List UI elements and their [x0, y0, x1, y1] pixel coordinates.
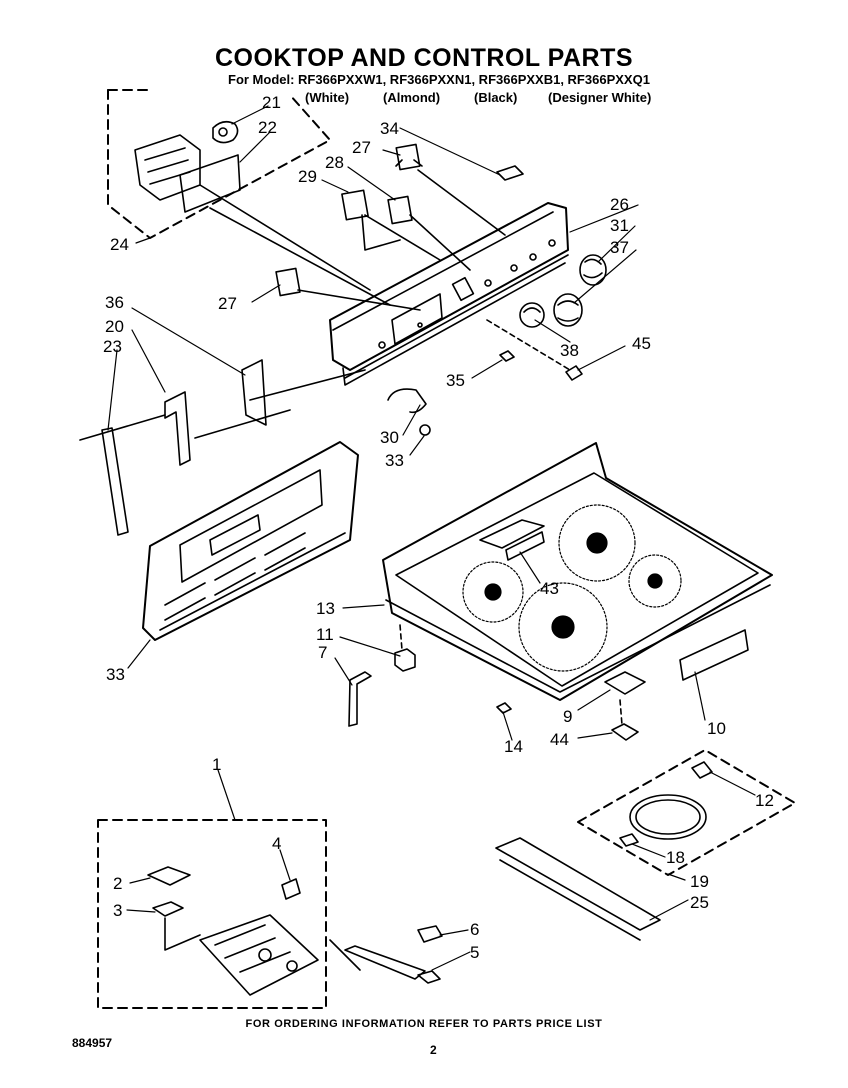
ordering-note: FOR ORDERING INFORMATION REFER TO PARTS … — [245, 1018, 603, 1030]
part-label-24: 24 — [110, 235, 129, 254]
color-white: (White) — [305, 90, 350, 105]
part-label-27: 27 — [218, 294, 237, 313]
part-label-20: 20 — [105, 317, 124, 336]
part-label-36: 36 — [105, 293, 124, 312]
part-label-13: 13 — [316, 599, 335, 618]
color-black: (Black) — [474, 90, 518, 105]
document-number: 884957 — [72, 1036, 113, 1050]
color-designer-white: (Designer White) — [548, 90, 652, 105]
switch-assembly-group — [107, 89, 331, 239]
part-label-4: 4 — [272, 834, 281, 853]
page-number: 2 — [430, 1043, 437, 1057]
part-label-35: 35 — [446, 371, 465, 390]
part-label-32: 34 — [380, 119, 399, 138]
part-label-11: 11 — [316, 625, 334, 644]
part-labels: 21 22 24 34 27 28 29 26 31 37 27 38 45 3… — [103, 93, 774, 962]
part-label-21: 21 — [262, 93, 281, 112]
part-label-30: 30 — [380, 428, 399, 447]
part-label-33: 33 — [106, 665, 125, 684]
part-label-38: 38 — [560, 341, 579, 360]
control-panel — [329, 202, 569, 386]
color-almond: (Almond) — [383, 90, 441, 105]
part-label-37: 37 — [610, 238, 629, 257]
page-title: COOKTOP AND CONTROL PARTS — [214, 44, 634, 72]
part-label-14: 14 — [504, 737, 523, 756]
burners — [462, 504, 682, 672]
vent-panel — [142, 441, 359, 641]
model-list: For Model: RF366PXXW1, RF366PXXN1, RF366… — [228, 72, 650, 87]
part-label-5: 5 — [470, 943, 479, 962]
part-label-3: 3 — [113, 901, 122, 920]
part-label-27-top: 27 — [352, 138, 371, 157]
part-label-45: 45 — [632, 334, 651, 353]
part-label-9: 9 — [563, 707, 572, 726]
part-label-29: 29 — [298, 167, 317, 186]
part-label-28: 28 — [325, 153, 344, 172]
part-label-43: 43 — [540, 579, 559, 598]
part-label-6: 6 — [470, 920, 479, 939]
part-label-26: 26 — [610, 195, 629, 214]
part-label-31: 31 — [610, 216, 629, 235]
part-label-7: 7 — [318, 643, 327, 662]
part-label-10: 10 — [707, 719, 726, 738]
part-label-23: 23 — [103, 337, 122, 356]
part-label-2: 2 — [113, 874, 122, 893]
part-label-22: 22 — [258, 118, 277, 137]
control-assembly-group — [97, 819, 361, 1009]
cooktop — [382, 442, 773, 701]
part-label-25: 25 — [690, 893, 709, 912]
part-label-12: 12 — [755, 791, 774, 810]
part-label-18: 18 — [666, 848, 685, 867]
knobs-group — [519, 254, 607, 328]
part-label-34: 33 — [385, 451, 404, 470]
part-label-44: 44 — [550, 730, 569, 749]
leader-lines — [107, 105, 756, 971]
switches-group — [275, 143, 524, 311]
element-assembly-group — [577, 749, 796, 876]
part-label-19: 19 — [690, 872, 709, 891]
part-label-1: 1 — [212, 755, 221, 774]
